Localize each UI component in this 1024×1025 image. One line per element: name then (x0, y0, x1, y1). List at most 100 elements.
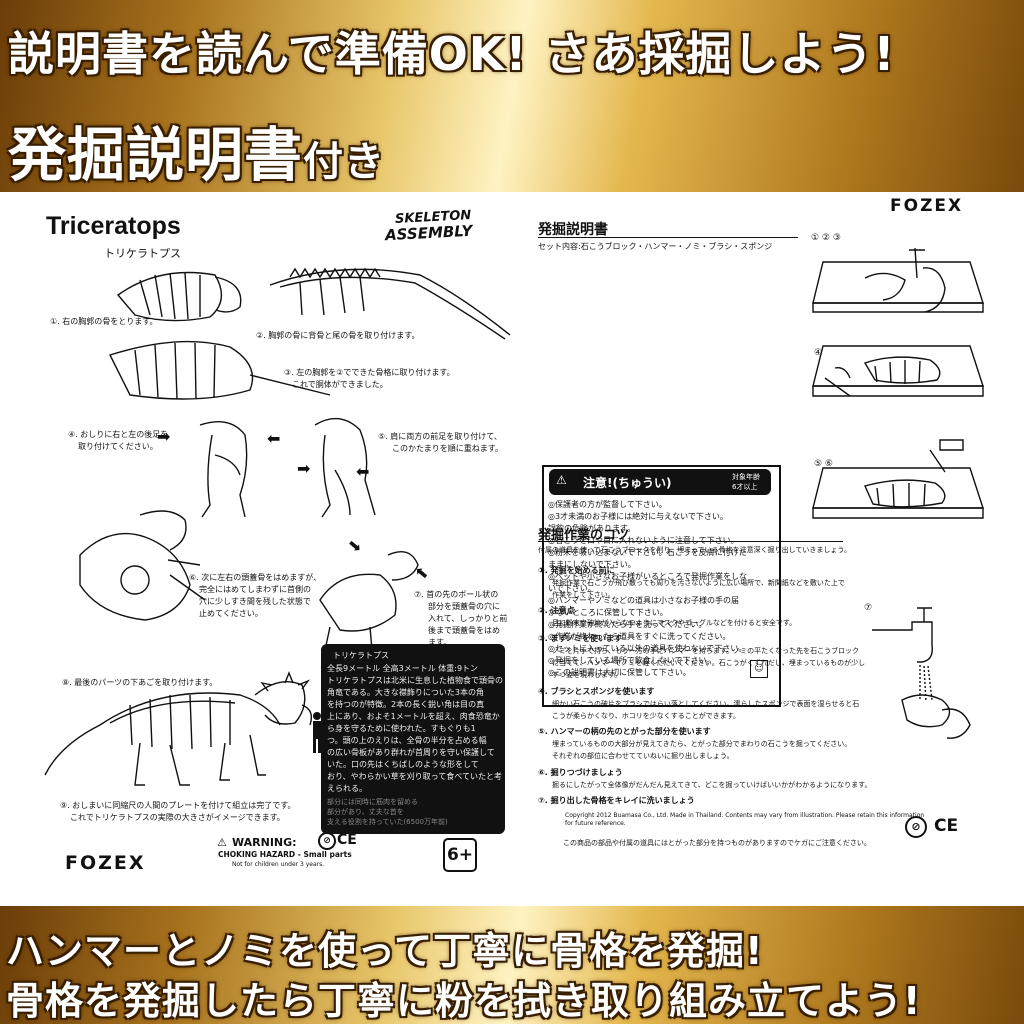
set-contents: セット内容:石こうブロック・ハンマー・ノミ・ブラシ・スポンジ (538, 242, 773, 251)
head-body-illustration (319, 551, 419, 651)
step-4-note: 取り付けてください。 (78, 442, 158, 451)
skeleton-illustrations (44, 267, 511, 786)
caution-item: 誤飲の危険があります。 (548, 524, 636, 533)
info-line: 部分には同時に筋肉を留める (327, 798, 418, 806)
tip-heading: ⑥. 掘りつづけましょう (538, 768, 623, 777)
caution-age-label: 対象年齢 (732, 473, 760, 481)
wash-illustration (872, 607, 971, 739)
tip-heading: ③. まずノミを使います (538, 634, 623, 643)
info-line: 部分があり、丈夫な首を (327, 808, 404, 816)
caution-title: 注意!(ちゅうい) (583, 476, 672, 490)
arrow-right-icon: ➡ (297, 459, 311, 478)
caution-item: ◎発掘をしている場所で飲食しないで下さい。 (548, 656, 715, 665)
step-6-text: ⑥. 次に左右の頭蓋骨をはめますが、 (189, 573, 322, 582)
tip-heading: ⑦. 掘り出した骨格をキレイに洗いましょう (538, 796, 695, 805)
caution-item: かないところに保管して下さい。 (548, 608, 668, 617)
bottom-caption-line2: 骨格を発掘したら丁寧に粉を拭き取り組み立てよう! (6, 979, 922, 1023)
excavation-title: 発掘説明書 (538, 222, 608, 238)
info-line: 支える役割を持っていた(6500万年前) (327, 818, 448, 826)
tip-body: こうが柔らかくなり、ホコリを少なくすることができます。 (552, 712, 741, 720)
step-7-line4: 後まで頭蓋骨をはめ (428, 626, 500, 635)
illus-label-56: ⑤ ⑥ (814, 459, 833, 469)
caution-item: ◎保護者の方が監督して下さい。 (548, 500, 667, 509)
caution-box (542, 465, 781, 707)
info-line: 上にあり、およそ1メートルを超え、肉食恐竜か (327, 712, 500, 721)
tip-body: それぞれの部位に合わせてていねいに掘り出しましょう。 (552, 752, 734, 760)
step-3-text: ③. 左の胸郭を②でできた骨格に取り付けます。 (284, 368, 455, 377)
tip-body: に当てて、ハンマーでノミを軽くたたいてください。石こうがくずれだし、埋まっている… (552, 659, 866, 667)
tip-body: 作業をして下さい。 (552, 591, 615, 599)
dino-title: Triceratops (46, 212, 181, 240)
bottom-banner: ハンマーとノミを使って丁寧に骨格を発掘! 骨格を発掘したら丁寧に粉を拭き取り組み… (0, 906, 1024, 1024)
info-line: トリケラトプス (333, 651, 389, 660)
arrow-right-icon: ➡ (157, 427, 171, 446)
info-line: 角竜である。大きな襟飾りについた3本の角 (327, 688, 485, 697)
tip-heading: ⑤. ハンマーの柄の先のとがった部分を使います (538, 727, 711, 736)
tray-1-illustration (812, 247, 984, 313)
caution-item: ◎ペットや小さなお子様がいるところで発掘作業をしな (548, 572, 747, 581)
step-2-text: ②. 胸郭の骨に背骨と尾の骨を取り付けます。 (256, 331, 420, 340)
tip-heading: ②. 注意点 (538, 606, 575, 615)
arrow-left-icon: ⬅ (267, 429, 281, 448)
tips-intro: 付属の道具を使って石こうブロックを削り、埋まっている骨格を注意深く掘り出していき… (538, 546, 851, 554)
info-line: トリケラトプスは北米に生息した植物食で頭骨の (327, 676, 503, 685)
step-5-note: このかたまりを順に重ねます。 (392, 444, 503, 453)
warning-label: WARNING: (232, 836, 297, 849)
age-warning-note: Not for children under 3 years. (232, 861, 325, 868)
caution-item: ◎粉末を吸い込まないで下さい。石こうを皮膚に付けた (548, 548, 747, 557)
banner-subheadline: 発掘説明書付き (8, 108, 385, 192)
illus-label-7: ⑦ (864, 603, 873, 613)
no-small-children-icon: ⊘ (318, 832, 336, 850)
age-badge: 6+ (443, 838, 477, 872)
full-skeleton-illustration (44, 671, 313, 786)
tray-2-illustration (812, 345, 984, 397)
no-small-children-icon: ⊘ (905, 816, 927, 838)
arrow-left-icon: ⬅ (356, 462, 370, 481)
tray-3-illustration (812, 439, 984, 519)
excavation-illustrations (812, 247, 984, 519)
step-8-text: ⑧. 最後のパーツの下あごを取り付けます。 (62, 678, 218, 687)
info-line: えられる。 (327, 784, 367, 793)
caution-item: いで下さい。 (548, 584, 596, 593)
step-7-line5: ます。 (428, 638, 452, 647)
step-9-note: これでトリケラトプスの実際の大きさがイメージできます。 (70, 813, 285, 822)
step-4-text: ④. おしりに右と左の後足を (68, 430, 169, 439)
info-line: つ。頭の上のえりは、全骨の半分を占める幅 (327, 736, 487, 745)
ce-mark: CE (337, 832, 357, 848)
tips-title: 発掘作業のコツ (538, 528, 630, 543)
info-line: 全長9メートル 全高3メートル 体重:9トン (327, 664, 479, 673)
torso-illustration (109, 340, 331, 400)
illus-label-4: ④ (814, 348, 823, 358)
illus-label-123: ① ② ③ (811, 233, 841, 243)
safety-footer-note: この商品の部品や付属の道具にはとがった部分を持つものがありますのでケガにご注意く… (563, 839, 871, 847)
step-3-note: これで胴体ができました。 (292, 380, 388, 389)
step-9-text: ⑨. おしまいに同縮尺の人間のプレートを付けて組立は完了です。 (60, 801, 296, 810)
ce-mark: CE (934, 816, 959, 836)
caution-header (549, 469, 771, 495)
caution-item: ままにしないで下さい。 (548, 560, 636, 569)
bottom-caption-line1: ハンマーとノミを使って丁寧に骨格を発掘! (6, 929, 764, 973)
rib-cage-illustration (116, 271, 242, 322)
skull-frill-illustration (79, 510, 206, 621)
info-line: いた。口の先はくちばしのような形をして (327, 760, 479, 769)
info-line: ら身を守るために使われた。すもぐりも1 (327, 724, 476, 733)
step-5-text: ⑤. 肩に両方の前足を取り付けて、 (378, 432, 502, 441)
tip-body: 発掘作業で石こうが飛び散っても周りを汚さないように広い場所で、新聞紙などを敷いた… (552, 579, 845, 587)
tip-heading: ④. ブラシとスポンジを使います (538, 687, 655, 696)
tip-heading: ①. 発掘を始める前に (538, 566, 615, 575)
step-7-text: ⑦. 首の先のボール状の (414, 590, 499, 599)
info-line: の広い骨板があり群れが首周りを守い保護して (327, 748, 495, 757)
caution-item: ◎3才未満のお子様には絶対に与えないで下さい。 (548, 512, 728, 521)
brand-logo: FOZEX (65, 852, 146, 874)
tip-body: 目に粉末や破片が入らないようにマスクやゴーグルなどを付けると安全です。 (552, 619, 797, 627)
step-6-line2: 完全にはめてしまわずに首側の (199, 585, 311, 594)
brand-logo: FOZEX (890, 196, 964, 216)
tip-body: 細かい石こうの破片をブラシではらい落としてください。濡らしたスポンジで表面を湿ら… (552, 700, 860, 708)
caution-item: ◎作業が終わったら道具をすぐに洗ってください。 (548, 632, 731, 641)
banner-subheadline-suffix: 付き (303, 139, 386, 185)
spine-illustration (269, 267, 511, 340)
banner-headline: 説明書を読んで準備OK! さあ採掘しよう! (8, 27, 896, 81)
tip-body: 埋まっているものの大部分が見えてきたら、とがった部分でまわりの石こうを掘ってくだ… (552, 740, 852, 748)
dino-info-box: トリケラトプス 全長9メートル 全高3メートル 体重:9トン トリケラトプスは北… (321, 644, 505, 834)
caution-item: ◎セットに入っている以外の道具を使わないで下さい。 (548, 644, 747, 653)
